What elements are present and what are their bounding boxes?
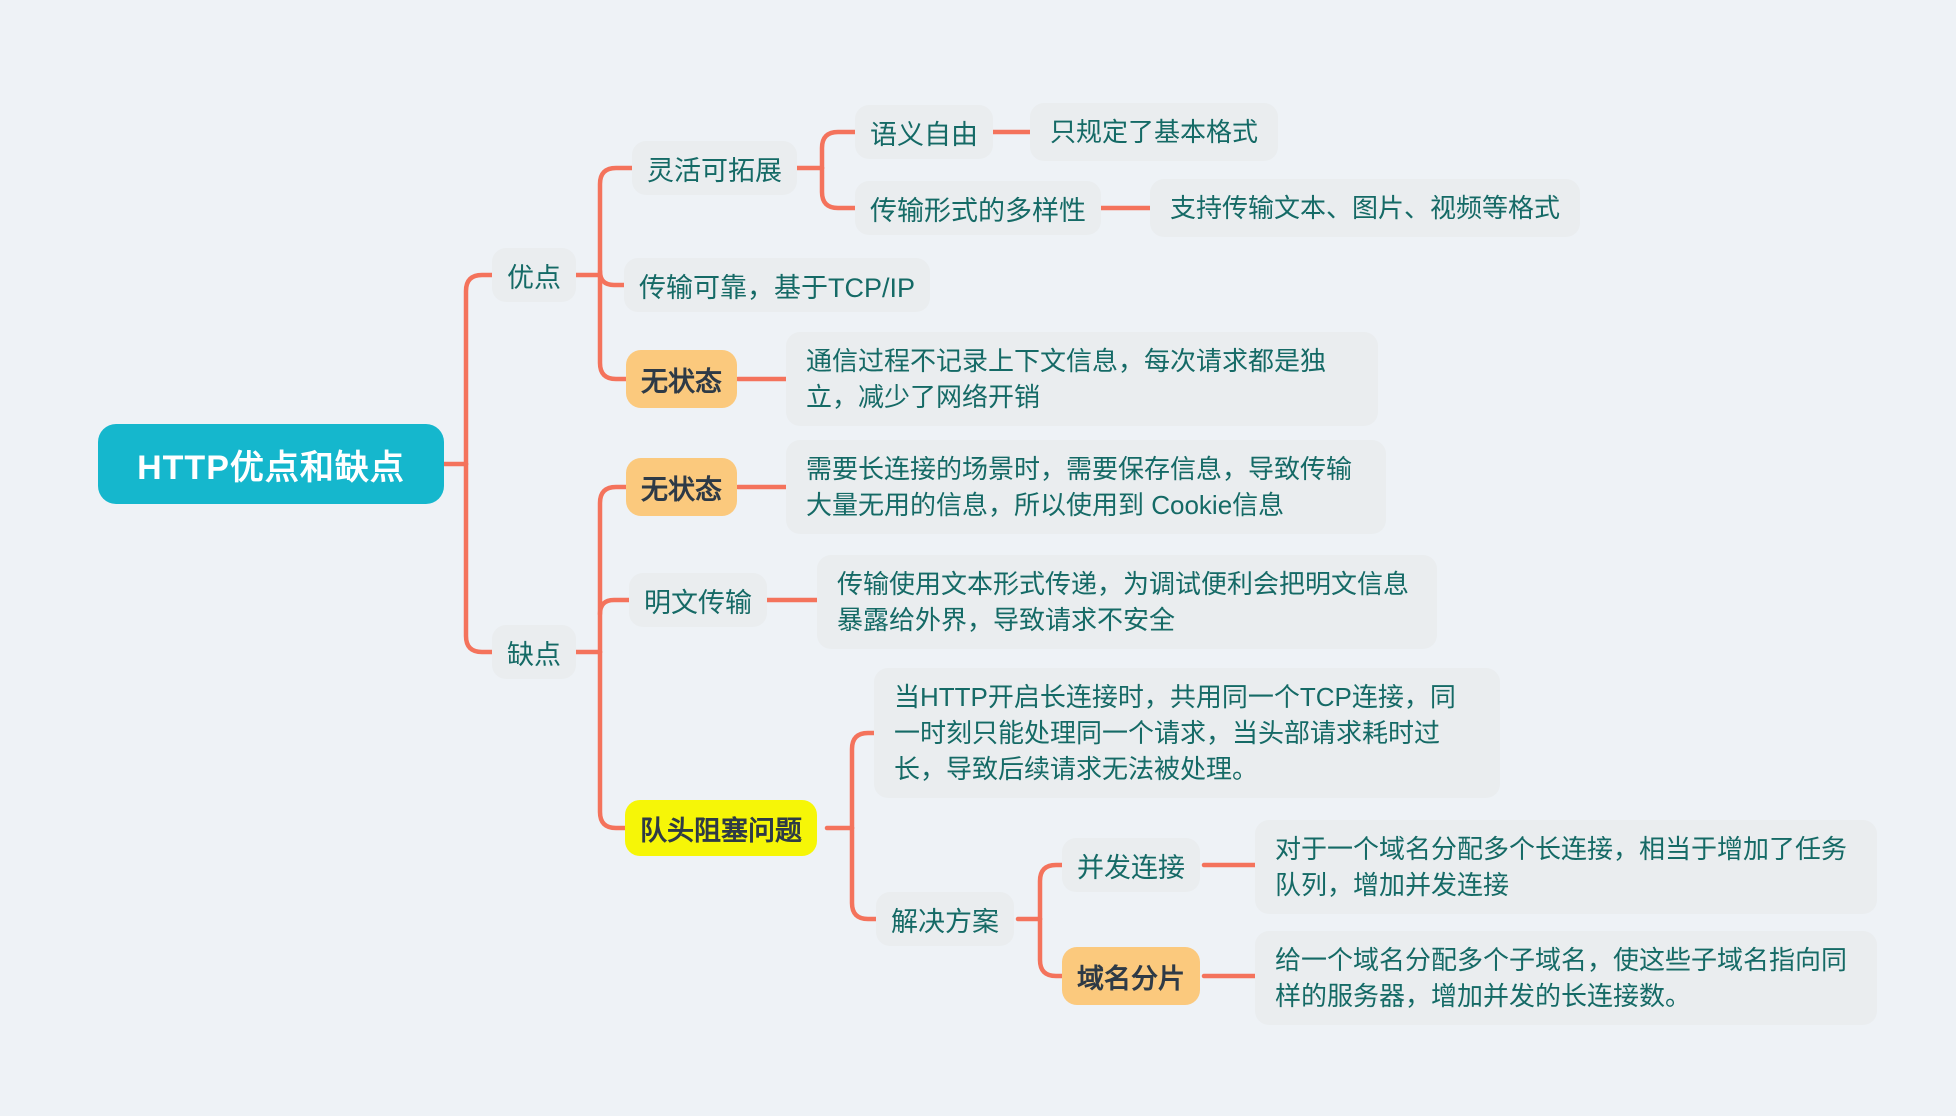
node-stateless-advantage[interactable]: 无状态 [626,350,737,408]
connector-advantages-flexible [597,165,635,278]
connector-disadvantages-stateless [597,484,629,655]
connector-disadvantages-plaintext [597,597,632,617]
note-head-of-line-blocking[interactable]: 当HTTP开启长连接时，共用同一个TCP连接，同一时刻只能处理同一个请求，当头部… [874,668,1500,798]
node-reliable-tcpip[interactable]: 传输可靠，基于TCP/IP [624,258,931,312]
connector-solutions-concurrent [1037,862,1065,922]
note-stateless-advantage[interactable]: 通信过程不记录上下文信息，每次请求都是独立，减少了网络开销 [786,332,1378,426]
connector-advantages-stateless [597,272,629,382]
node-semantic-freedom[interactable]: 语义自由 [855,105,993,159]
connector-solutions-sharding [1037,916,1065,979]
node-disadvantages[interactable]: 缺点 [492,625,576,679]
node-flexible-extensible[interactable]: 灵活可拓展 [632,141,797,195]
connector-flexible-semantic [819,129,858,171]
node-domain-sharding[interactable]: 域名分片 [1062,947,1200,1005]
node-transfer-formats[interactable]: 传输形式的多样性 [855,181,1101,235]
node-advantages[interactable]: 优点 [492,248,576,302]
note-plaintext-transfer[interactable]: 传输使用文本形式传递，为调试便利会把明文信息暴露给外界，导致请求不安全 [817,555,1437,649]
note-transfer-formats[interactable]: 支持传输文本、图片、视频等格式 [1150,179,1581,237]
connector-trunk-disadvantages [463,461,495,655]
node-head-of-line-blocking[interactable]: 队头阻塞问题 [625,800,817,856]
connector-hol-note [849,730,877,831]
node-plaintext-transfer[interactable]: 明文传输 [629,573,767,627]
node-root[interactable]: HTTP优点和缺点 [98,424,444,504]
connector-advantages-reliable [597,268,627,288]
note-stateless-disadvantage[interactable]: 需要长连接的场景时，需要保存信息，导致传输大量无用的信息，所以使用到 Cooki… [786,440,1386,534]
connector-disadvantages-hol [597,649,628,831]
note-semantic-freedom[interactable]: 只规定了基本格式 [1030,103,1279,161]
node-solutions[interactable]: 解决方案 [876,892,1014,946]
note-domain-sharding[interactable]: 给一个域名分配多个子域名，使这些子域名指向同样的服务器，增加并发的长连接数。 [1255,931,1877,1025]
connector-flexible-formats [819,165,858,211]
connector-trunk-advantages [463,272,495,467]
node-concurrent-connections[interactable]: 并发连接 [1062,838,1200,892]
node-stateless-disadvantage[interactable]: 无状态 [626,458,737,516]
note-concurrent-connections[interactable]: 对于一个域名分配多个长连接，相当于增加了任务队列，增加并发连接 [1255,820,1877,914]
connector-hol-solutions [849,825,879,922]
